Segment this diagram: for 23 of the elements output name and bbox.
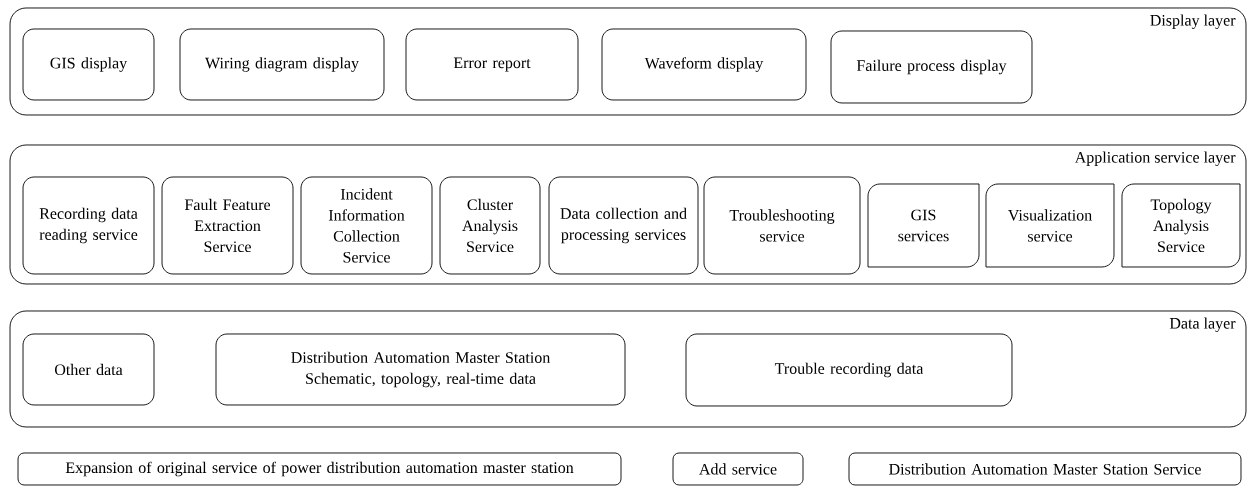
module-box: Topology Analysis Service (1121, 183, 1241, 268)
module-box: Incident Information Collection Service (300, 176, 433, 275)
key-box: Add service (672, 452, 804, 486)
module-box: Wiring diagram display (179, 28, 385, 101)
module-box: Cluster Analysis Service (439, 176, 541, 275)
key-box: Expansion of original service of power distribution automation master station (17, 452, 622, 486)
module-box: Distribution Automation Master Station Schematic, topology, real-time data (215, 333, 626, 406)
module-box: Fault Feature Extraction Service (161, 176, 294, 275)
module-box: GIS services (867, 183, 980, 268)
module-box: Data collection and processing services (548, 176, 699, 275)
module-box: Other data (22, 333, 155, 406)
key-box: Distribution Automation Master Station Service (848, 452, 1242, 486)
module-box: Visualization service (985, 183, 1115, 268)
module-box: GIS display (22, 28, 155, 101)
module-box: Troubleshooting service (703, 176, 861, 275)
module-box: Recording data reading service (22, 176, 155, 275)
layer-title: Display layer (1150, 14, 1236, 29)
module-box: Error report (405, 28, 579, 101)
layer-title: Data layer (1169, 317, 1236, 332)
layer-title: Application service layer (1074, 151, 1236, 166)
module-box: Failure process display (830, 30, 1033, 104)
module-box: Waveform display (601, 28, 807, 101)
module-box: Trouble recording data (685, 333, 1013, 407)
